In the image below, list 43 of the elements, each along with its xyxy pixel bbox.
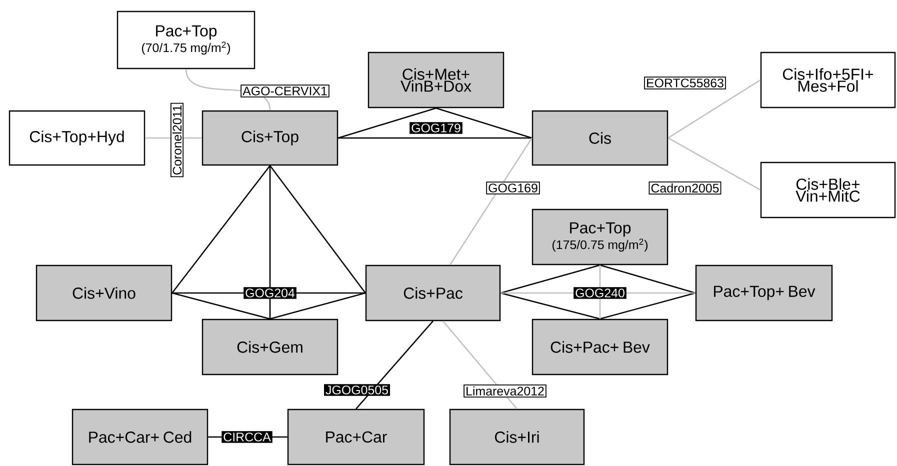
treatment-box: Cis+Vino xyxy=(36,264,172,322)
treatment-box: Cis+Top xyxy=(202,110,338,166)
edge-label: Coronel2011 xyxy=(170,102,184,178)
connector-line xyxy=(668,137,761,191)
trial-label: GOG240 xyxy=(574,287,626,299)
connector-line xyxy=(269,165,366,294)
connector-line xyxy=(600,264,696,294)
connector-line xyxy=(172,292,270,320)
treatment-box: Cis+Iri xyxy=(449,408,585,466)
treatment-box: Pac+Top+ Bev xyxy=(695,264,833,322)
trial-label: GOG204 xyxy=(244,287,296,299)
edge-label: CIRCCA xyxy=(222,431,272,443)
edge-label: AGO-CERVIX1 xyxy=(240,84,330,98)
treatment-box: Pac+Top (70/1.75 mg/m$^{2}$) xyxy=(116,10,256,70)
edge-label: GOG169 xyxy=(486,182,540,194)
connector-line xyxy=(500,292,600,320)
connector-line xyxy=(270,292,366,320)
edge-label: EORTC55863 xyxy=(644,76,726,90)
treatment-box: Pac+Car+ Ced xyxy=(72,408,208,466)
edge-label: JGOG0505 xyxy=(324,384,390,396)
edge-label: Limareva2012 xyxy=(464,384,546,398)
connector-line xyxy=(356,320,434,410)
treatment-box: Cis+Ble+ Vin+MitC xyxy=(760,162,896,218)
trial-label: GOG179 xyxy=(410,122,462,134)
edge-label: Cadron2005 xyxy=(648,181,722,194)
treatment-box: Cis+Top+Hyd xyxy=(8,110,146,166)
connector-line xyxy=(668,79,761,139)
treatment-box: Pac+Car xyxy=(287,408,425,466)
treatment-box: Cis+Ifo+5FI+ Mes+Fol xyxy=(760,52,896,108)
connector-line xyxy=(269,166,271,319)
treatment-box: Cis+Gem xyxy=(202,318,338,376)
connector-line xyxy=(338,107,436,139)
connector-line xyxy=(600,292,696,320)
treatment-box: Cis+Met+ VinB+Dox xyxy=(368,52,504,108)
connector-line xyxy=(436,107,532,139)
treatment-box: Cis+Pac xyxy=(365,264,501,322)
connector-line xyxy=(500,264,600,294)
treatment-box: Pac+Top (175/0.75 mg/m$^{2}$) xyxy=(532,208,668,266)
connector-line xyxy=(338,137,532,139)
connector-line xyxy=(449,138,532,266)
connector-line xyxy=(172,165,271,294)
treatment-box: Cis xyxy=(532,110,668,166)
treatment-box: Cis+Pac+ Bev xyxy=(532,318,668,376)
